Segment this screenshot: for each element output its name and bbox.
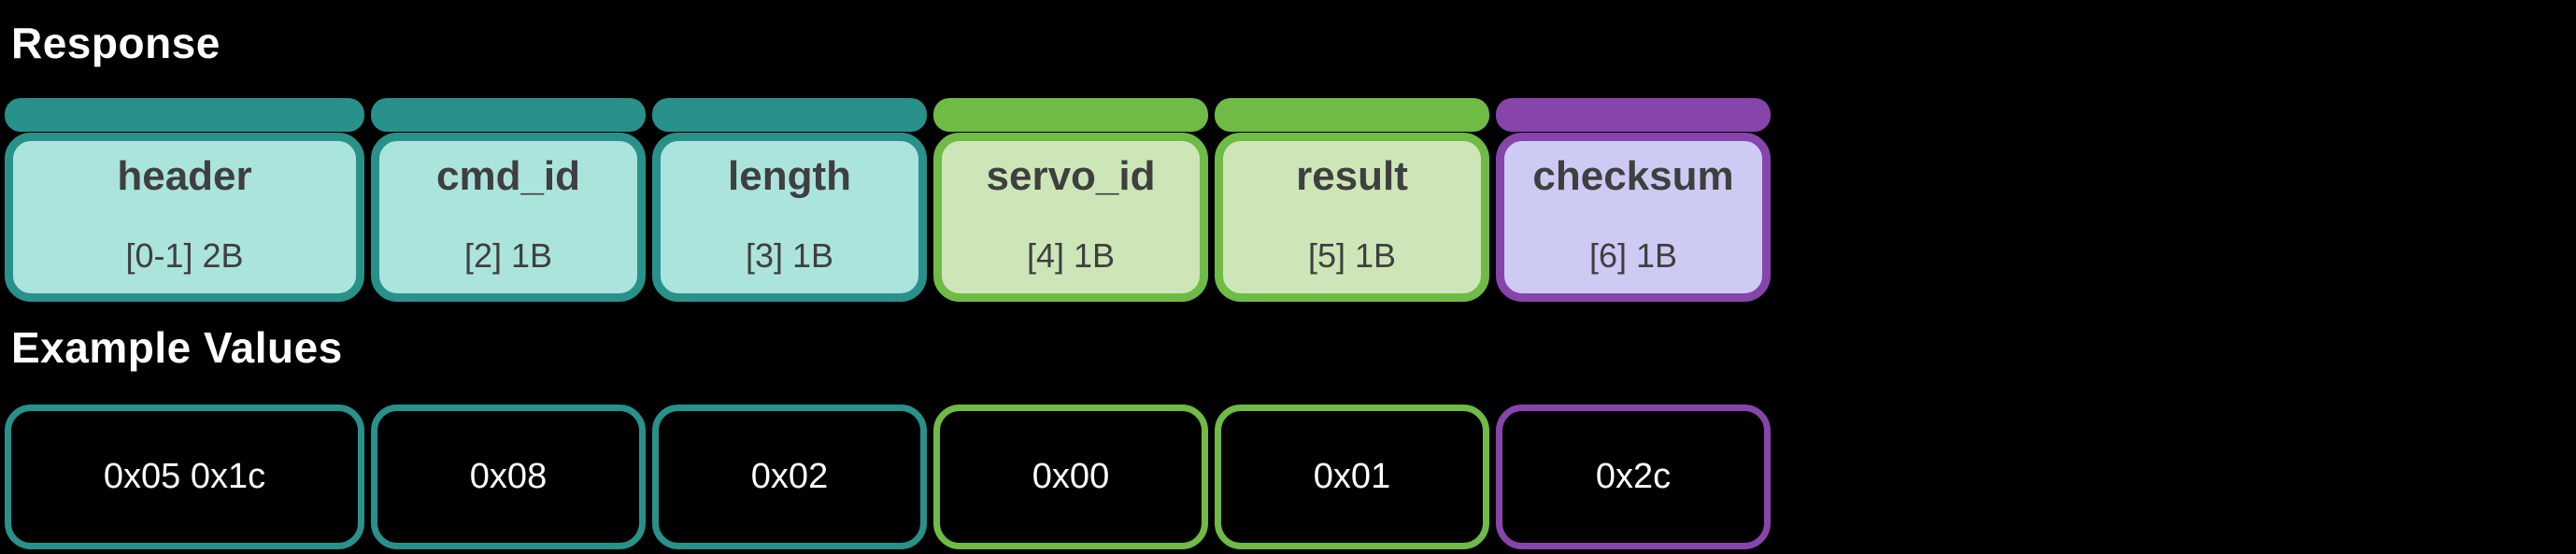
field-name: result [1296, 153, 1408, 199]
field-length-color-tab [652, 98, 927, 132]
example-value: 0x08 [469, 457, 548, 496]
field-checksum: checksum [6] 1B [1496, 98, 1771, 302]
field-checksum-color-tab [1496, 98, 1771, 132]
example-value-result: 0x01 [1215, 405, 1489, 549]
field-servo-id-color-tab [933, 98, 1208, 132]
example-value-header: 0x05 0x1c [5, 405, 364, 549]
example-value-checksum: 0x2c [1496, 405, 1771, 549]
field-byte-range: [0-1] 2B [125, 236, 244, 276]
field-servo-id: servo_id [4] 1B [933, 98, 1208, 302]
response-fields-row: header [0-1] 2B cmd_id [2] 1B length [3]… [5, 98, 1771, 302]
field-servo-id-card: servo_id [4] 1B [933, 133, 1208, 302]
field-length: length [3] 1B [652, 98, 927, 302]
example-value: 0x01 [1313, 457, 1391, 496]
field-name: cmd_id [435, 153, 581, 199]
field-cmd-id-card: cmd_id [2] 1B [371, 133, 646, 302]
field-cmd-id: cmd_id [2] 1B [371, 98, 646, 302]
field-byte-range: [6] 1B [1588, 236, 1678, 276]
field-cmd-id-color-tab [371, 98, 646, 132]
example-value: 0x02 [750, 457, 829, 496]
example-values-title: Example Values [11, 323, 343, 372]
example-value-cmd-id: 0x08 [371, 405, 646, 549]
field-name: checksum [1532, 153, 1734, 199]
example-value-servo-id: 0x00 [933, 405, 1208, 549]
example-values-row: 0x05 0x1c 0x08 0x02 0x00 0x01 0x2c [5, 405, 1771, 549]
field-name: length [728, 153, 851, 199]
field-header-color-tab [5, 98, 364, 132]
response-title: Response [11, 19, 221, 67]
example-value: 0x2c [1595, 457, 1672, 496]
example-value: 0x05 0x1c [103, 457, 266, 496]
field-byte-range: [2] 1B [463, 236, 553, 276]
field-byte-range: [4] 1B [1026, 236, 1116, 276]
field-byte-range: [5] 1B [1307, 236, 1397, 276]
field-header: header [0-1] 2B [5, 98, 364, 302]
field-name: header [117, 153, 252, 199]
field-result-card: result [5] 1B [1215, 133, 1489, 302]
field-result: result [5] 1B [1215, 98, 1489, 302]
field-name: servo_id [986, 153, 1156, 199]
example-value: 0x00 [1032, 457, 1110, 496]
example-value-length: 0x02 [652, 405, 927, 549]
field-byte-range: [3] 1B [745, 236, 834, 276]
field-length-card: length [3] 1B [652, 133, 927, 302]
field-header-card: header [0-1] 2B [5, 133, 364, 302]
field-checksum-card: checksum [6] 1B [1496, 133, 1771, 302]
field-result-color-tab [1215, 98, 1489, 132]
